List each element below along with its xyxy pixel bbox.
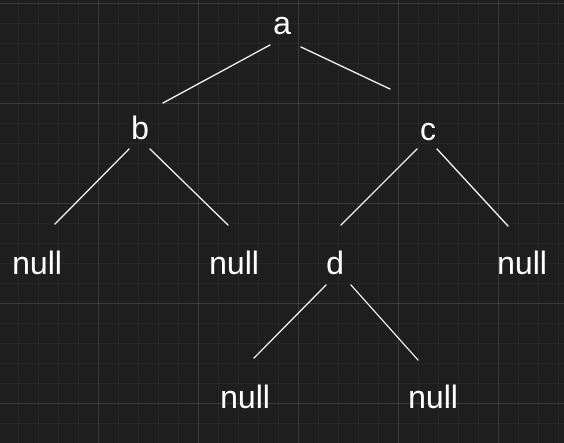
edge-b-null-right [149,148,229,226]
node-a: a [273,5,291,41]
node-null-b-right: null [209,245,259,281]
edge-a-b [162,44,271,104]
edge-d-null-left [253,284,327,359]
edge-c-d [340,148,418,226]
node-c: c [420,111,436,147]
node-null-d-right: null [408,379,458,415]
edge-a-c [300,46,391,90]
edge-d-null-right [350,284,419,361]
node-null-c-right: null [497,245,547,281]
edge-c-null-right [436,148,509,227]
edge-b-null-left [54,148,130,225]
node-d: d [326,245,344,281]
node-null-d-left: null [220,379,270,415]
node-b: b [131,110,149,146]
node-null-b-left: null [12,245,62,281]
